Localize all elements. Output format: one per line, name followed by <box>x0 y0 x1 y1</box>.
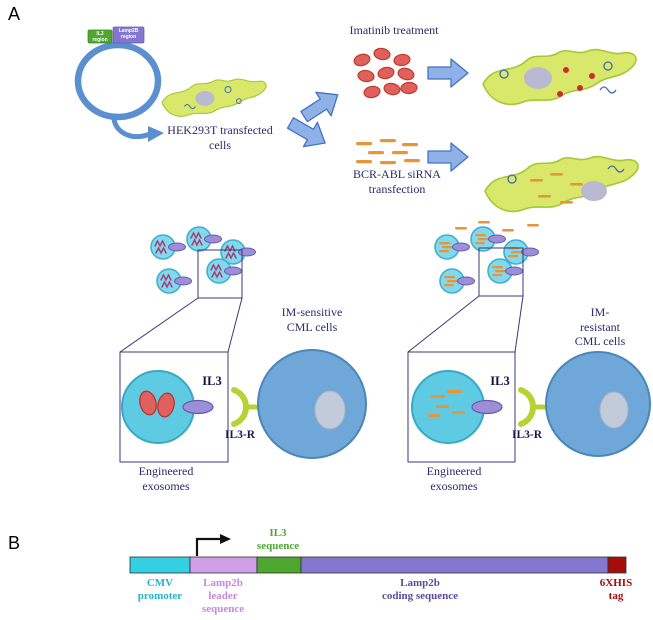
segment-lamp2b-coding <box>300 556 609 574</box>
imatinib-cargo <box>157 392 175 418</box>
arrow-to-imatinib <box>295 82 346 129</box>
sirna-cluster <box>356 139 420 165</box>
nucleus <box>195 90 215 106</box>
engineered-exosomes-label-sensitive: Engineered exosomes <box>138 464 194 493</box>
plasmid-il3-region-label: IL3 region <box>92 31 108 43</box>
cmv-promoter-label: CMV promoter <box>137 577 183 602</box>
il3-sequence-label: IL3 sequence <box>256 527 300 552</box>
exosome <box>503 239 540 265</box>
cml-cell-resistant <box>545 351 651 457</box>
plasmid-il3-region <box>87 29 113 44</box>
exosome <box>156 268 193 294</box>
segment-cmv-promoter <box>129 556 191 574</box>
il3-receptor-label-sensitive: IL3-R <box>224 429 256 441</box>
il3-label-sensitive: IL3 <box>202 374 222 388</box>
lamp2b-leader-label: Lamp2b leader sequence <box>201 577 245 615</box>
zoom-box-large <box>119 351 229 463</box>
exosome <box>186 226 223 252</box>
il3-ligand <box>182 399 214 415</box>
imatinib-cargo <box>139 390 157 416</box>
exosome <box>150 234 187 260</box>
exosome <box>470 226 507 252</box>
transfection-arrowhead <box>148 126 164 142</box>
plasmid-lamp2b-region-label: Lamp2B region <box>118 28 139 40</box>
cml-cell-sensitive <box>257 349 367 459</box>
plasmid <box>74 26 164 142</box>
zoom-box-small <box>197 249 243 299</box>
zoom-resistant <box>407 247 524 463</box>
free-sirna-dashes <box>455 221 539 232</box>
imatinib-cluster <box>353 47 418 99</box>
magnified-exosome-resistant <box>411 370 550 444</box>
segment-lamp2b-leader <box>189 556 258 574</box>
plasmid-lamp2b-region <box>112 26 145 44</box>
panel-b-label: B <box>8 533 21 553</box>
magnified-exosome-sensitive <box>121 370 262 444</box>
arrow-imatinib-to-cell <box>427 58 469 88</box>
treated-cell-imatinib <box>482 48 637 106</box>
segment-6xhis-tag <box>607 556 627 574</box>
il3-label-resistant: IL3 <box>490 374 510 388</box>
nucleus <box>581 181 607 201</box>
panel-a-label: A <box>8 4 21 24</box>
exosome <box>434 234 471 260</box>
his-tag-label: 6XHIS tag <box>599 577 633 602</box>
segment-il3-sequence <box>256 556 302 574</box>
exosome <box>439 268 476 294</box>
im-sensitive-cml-label: IM-sensitive CML cells <box>281 305 343 334</box>
lamp2b-coding-label: Lamp2b coding sequence <box>381 577 459 602</box>
exosome-group-resistant <box>434 221 540 294</box>
exosome-group-sensitive <box>150 226 257 294</box>
il3-receptor-label-resistant: IL3-R <box>511 429 543 441</box>
transcription-start-arrow <box>195 534 231 556</box>
construct-bar <box>129 556 627 574</box>
treated-cell-sirna <box>484 155 639 213</box>
nucleus <box>599 391 629 429</box>
engineered-exosomes-label-resistant: Engineered exosomes <box>426 464 482 493</box>
transfection-arrow <box>111 118 151 140</box>
hek-cell <box>161 78 267 117</box>
sirna-cargo <box>428 390 465 417</box>
nucleus <box>314 390 346 430</box>
il3-ligand <box>471 399 503 415</box>
zoom-box-small <box>478 247 524 297</box>
nucleus <box>524 67 552 89</box>
zoom-sensitive <box>119 249 243 463</box>
zoom-box-large <box>407 351 516 463</box>
im-resistant-cml-label: IM-resistant CML cells <box>574 305 626 349</box>
hek-cells-label: HEK293T transfected cells <box>167 123 273 152</box>
sirna-transfection-label: BCR-ABL siRNA transfection <box>353 167 441 196</box>
imatinib-treatment-label: Imatinib treatment <box>349 23 439 37</box>
exosome <box>220 239 257 265</box>
